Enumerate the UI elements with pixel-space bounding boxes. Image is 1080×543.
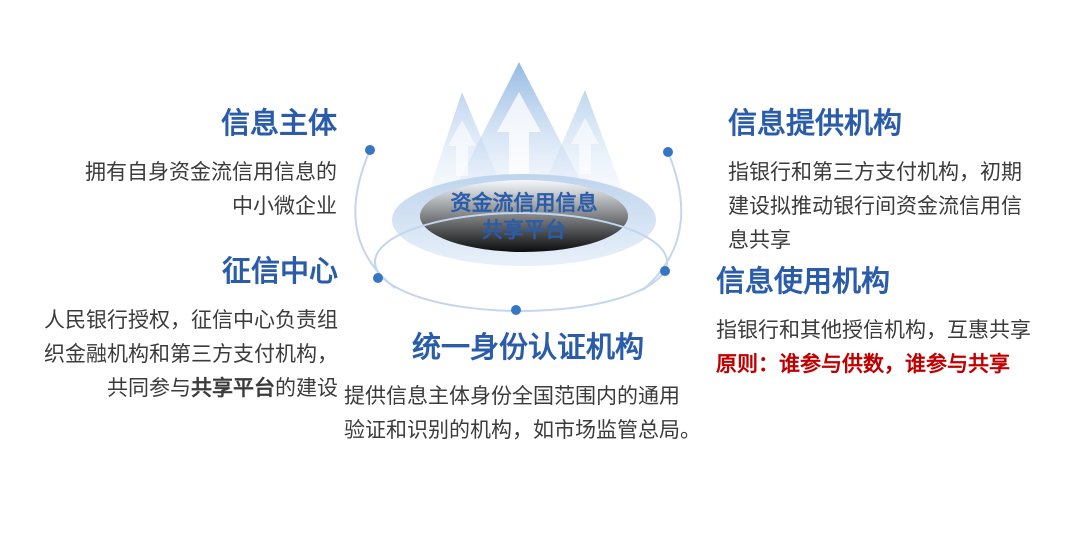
platform-graphic (354, 62, 683, 315)
section-info-provider: 信息提供机构 指银行和第三方支付机构，初期 建设拟推动银行间资金流信用信 息共享 (728, 108, 1058, 258)
section-auth-agency: 统一身份认证机构 提供信息主体身份全国范围内的通用 验证和识别的机构，如市场监管… (344, 332, 712, 448)
platform-title-line2: 共享平台 (482, 219, 566, 242)
node-dot-subject (365, 145, 375, 155)
section-principle-info-user: 原则：谁参与供数，谁参与共享 (716, 353, 1010, 376)
orbit-arc-left (354, 149, 396, 289)
platform-title: 资金流信用信息 共享平台 (404, 190, 644, 244)
node-dot-user (660, 266, 670, 276)
section-info-user: 信息使用机构 指银行和其他授信机构，互惠共享 原则：谁参与供数，谁参与共享 (716, 266, 1061, 382)
node-dot-provider (663, 147, 673, 157)
section-title-auth-agency: 统一身份认证机构 (411, 332, 644, 364)
node-dot-auth (511, 305, 521, 315)
arrow-up-icon (497, 92, 541, 176)
arrow-up-icon (448, 120, 476, 176)
section-body-credit-center: 人民银行授权，征信中心负责组 织金融机构和第三方支付机构， 共同参与共享平台的建… (0, 304, 338, 406)
section-body-info-user: 指银行和其他授信机构，互惠共享 (716, 319, 1031, 342)
section-info-subject: 信息主体 拥有自身资金流信用信息的 中小微企业 (0, 108, 337, 224)
section-body-auth-agency: 提供信息主体身份全国范围内的通用 验证和识别的机构，如市场监管总局。 (344, 385, 701, 442)
section-title-credit-center: 征信中心 (221, 256, 338, 288)
credit-body-pre: 人民银行授权，征信中心负责组 织金融机构和第三方支付机构， 共同参与 (44, 309, 338, 400)
node-dot-credit-center (373, 273, 383, 283)
section-body-info-provider: 指银行和第三方支付机构，初期 建设拟推动银行间资金流信用信 息共享 (728, 161, 1022, 252)
credit-body-post: 的建设 (275, 377, 338, 400)
section-title-info-user: 信息使用机构 (716, 266, 891, 298)
section-title-info-provider: 信息提供机构 (728, 108, 903, 140)
section-body-info-subject: 拥有自身资金流信用信息的 中小微企业 (85, 161, 337, 218)
section-credit-center: 征信中心 人民银行授权，征信中心负责组 织金融机构和第三方支付机构， 共同参与共… (0, 256, 338, 406)
platform-title-line1: 资金流信用信息 (450, 192, 598, 215)
orbit-arc-right (642, 151, 683, 291)
section-title-info-subject: 信息主体 (220, 108, 337, 140)
credit-body-bold: 共享平台 (191, 377, 275, 400)
platform-ellipse-inner (420, 180, 628, 252)
arrow-up-icon (571, 118, 599, 174)
